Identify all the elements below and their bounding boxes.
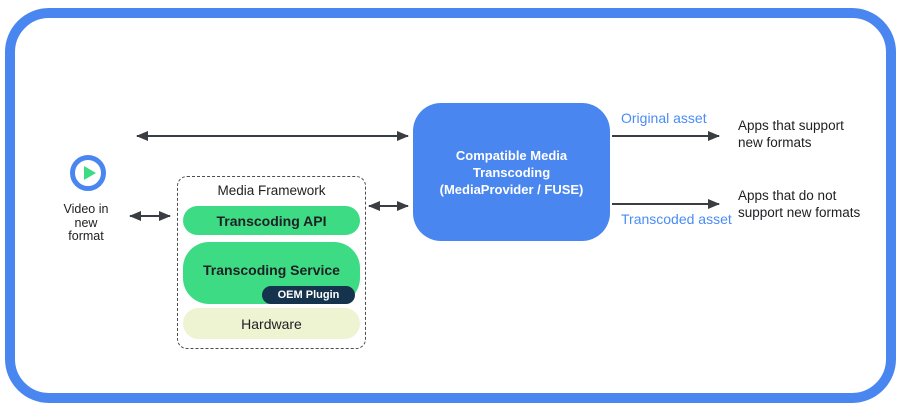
- play-triangle-icon: [84, 166, 96, 180]
- apps-no-support-new-formats-label: Apps that do not support new formats: [738, 188, 861, 220]
- oem-plugin-badge: OEM Plugin: [262, 286, 355, 304]
- outer-border-frame: [5, 8, 896, 403]
- transcoding-service-label: Transcoding Service: [203, 262, 340, 278]
- play-icon: [70, 155, 106, 191]
- compatible-media-transcoding-title: Compatible Media Transcoding (MediaProvi…: [439, 147, 584, 197]
- transcoding-service-box: Transcoding Service OEM Plugin: [183, 242, 360, 304]
- transcoding-api-pill: Transcoding API: [183, 206, 360, 235]
- compatible-media-transcoding-box: Compatible Media Transcoding (MediaProvi…: [413, 103, 610, 241]
- media-framework-title: Media Framework: [217, 183, 326, 198]
- source-video-label: Video in new format: [63, 202, 109, 243]
- original-asset-label: Original asset: [621, 110, 707, 126]
- media-framework-box: Media Framework Transcoding API Transcod…: [177, 176, 366, 349]
- hardware-pill: Hardware: [183, 308, 360, 339]
- transcoded-asset-label: Transcoded asset: [621, 211, 732, 227]
- apps-support-new-formats-label: Apps that support new formats: [738, 118, 844, 150]
